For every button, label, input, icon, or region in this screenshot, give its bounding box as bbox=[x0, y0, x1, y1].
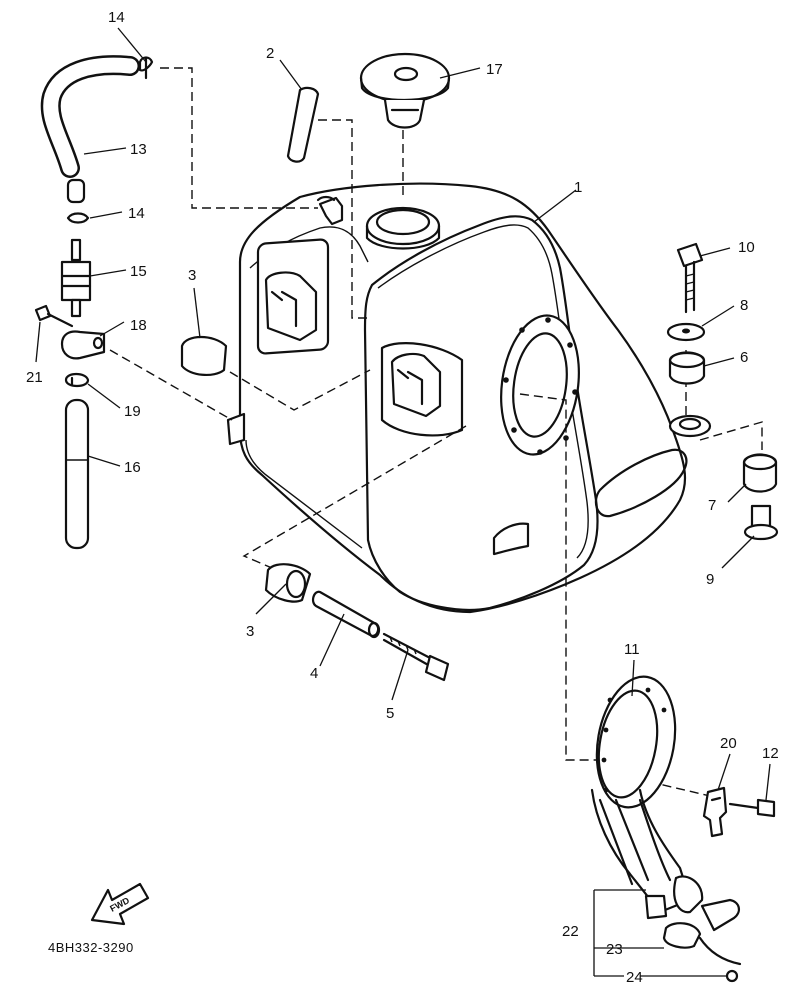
label-11: 11 bbox=[624, 641, 640, 658]
diagram-reference-code: 4BH332-3290 bbox=[48, 940, 134, 955]
label-14-lower: 14 bbox=[128, 205, 145, 222]
label-19: 19 bbox=[124, 403, 141, 420]
lower-mount-parts bbox=[264, 563, 450, 682]
group-bracket bbox=[593, 889, 726, 977]
label-1: 1 bbox=[574, 179, 582, 196]
label-12: 12 bbox=[762, 745, 779, 762]
label-7: 7 bbox=[708, 497, 716, 514]
label-10: 10 bbox=[738, 239, 755, 256]
fuel-cap bbox=[359, 52, 451, 129]
label-21: 21 bbox=[26, 369, 43, 386]
label-14-top: 14 bbox=[108, 9, 125, 26]
label-5: 5 bbox=[386, 705, 394, 722]
label-3-lower: 3 bbox=[246, 623, 254, 640]
forward-arrow-icon: FWD bbox=[90, 882, 150, 926]
part-labels: 14 2 17 1 10 8 6 7 9 13 14 15 18 21 19 1… bbox=[26, 9, 779, 986]
fuel-pump bbox=[590, 675, 742, 983]
label-6: 6 bbox=[740, 349, 748, 366]
damper-upper bbox=[180, 335, 228, 376]
label-20: 20 bbox=[720, 735, 737, 752]
leader-lines bbox=[35, 27, 771, 801]
label-13: 13 bbox=[130, 141, 147, 158]
label-4: 4 bbox=[310, 665, 318, 682]
label-23: 23 bbox=[606, 941, 623, 958]
label-18: 18 bbox=[130, 317, 147, 334]
label-8: 8 bbox=[740, 297, 748, 314]
label-24: 24 bbox=[626, 969, 643, 986]
label-3-upper: 3 bbox=[188, 267, 196, 284]
label-22: 22 bbox=[562, 923, 579, 940]
label-16: 16 bbox=[124, 459, 141, 476]
label-15: 15 bbox=[130, 263, 147, 280]
pump-bracket bbox=[702, 786, 776, 838]
fuel-tank bbox=[226, 182, 712, 614]
fuel-hose-assembly bbox=[34, 55, 154, 550]
breather-hose bbox=[286, 86, 320, 163]
label-17: 17 bbox=[486, 61, 503, 78]
assembly-lines bbox=[109, 67, 763, 797]
label-9: 9 bbox=[706, 571, 714, 588]
rear-mount-parts bbox=[666, 242, 779, 541]
label-2: 2 bbox=[266, 45, 274, 62]
